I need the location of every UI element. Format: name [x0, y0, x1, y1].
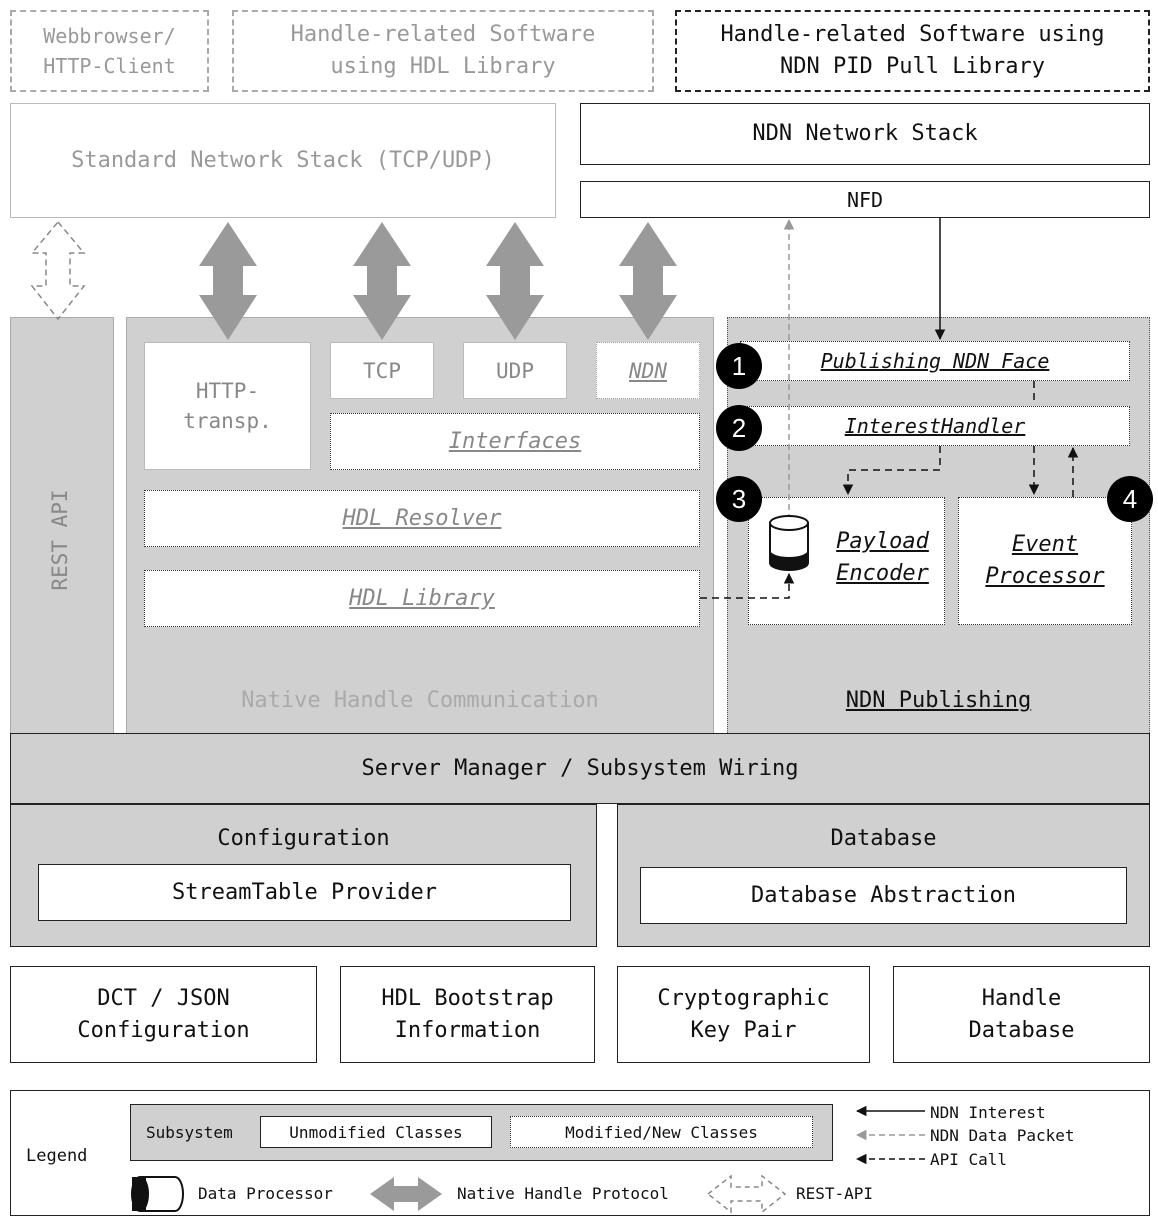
legend-data-processor-icon — [131, 1176, 184, 1212]
resource-hdl-bootstrap: HDL Bootstrap Information — [340, 966, 595, 1063]
legend-ndn-data: NDN Data Packet — [930, 1126, 1075, 1145]
badge-3: 3 — [716, 476, 762, 522]
ndn-network-stack: NDN Network Stack — [580, 103, 1150, 165]
badge-4: 4 — [1107, 476, 1153, 522]
legend-ndn-interest: NDN Interest — [930, 1103, 1046, 1122]
tcp-box: TCP — [330, 342, 434, 399]
http-transport-box: HTTP- transp. — [144, 342, 311, 470]
database-abstraction: Database Abstraction — [640, 867, 1127, 924]
publishing-ndn-face: Publishing NDN Face — [740, 341, 1130, 381]
native-protocol-arrow-http — [199, 222, 257, 340]
resource-crypto-keypair: Cryptographic Key Pair — [617, 966, 870, 1063]
badge-2: 2 — [716, 405, 762, 451]
server-manager: Server Manager / Subsystem Wiring — [10, 733, 1150, 804]
udp-box: UDP — [463, 342, 567, 399]
standard-network-stack: Standard Network Stack (TCP/UDP) — [10, 103, 556, 218]
resource-handle-database: Handle Database — [893, 966, 1150, 1063]
legend-data-processor: Data Processor — [198, 1184, 333, 1203]
hdl-software-box: Handle-related Software using HDL Librar… — [232, 10, 654, 92]
legend-modified: Modified/New Classes — [510, 1116, 813, 1148]
legend-subsystem-label: Subsystem — [146, 1123, 233, 1142]
data-processor-icon — [769, 515, 809, 571]
rest-api-subsystem — [10, 317, 114, 735]
resource-dct-json: DCT / JSON Configuration — [10, 966, 317, 1063]
streamtable-provider: StreamTable Provider — [38, 864, 571, 921]
hdl-library-box: HDL Library — [144, 570, 700, 627]
legend-rest-icon — [706, 1174, 787, 1214]
native-protocol-arrow-tcp — [353, 222, 411, 340]
native-handle-label: Native Handle Communication — [241, 688, 599, 713]
interest-handler: InterestHandler — [740, 406, 1130, 446]
legend-native-protocol-icon — [370, 1177, 442, 1211]
legend-title: Legend — [26, 1146, 88, 1166]
hdl-resolver-box: HDL Resolver — [144, 490, 700, 547]
legend-unmodified: Unmodified Classes — [260, 1116, 492, 1148]
database-title: Database — [830, 826, 937, 851]
native-protocol-arrows — [199, 222, 677, 340]
native-protocol-arrow-udp — [486, 222, 544, 340]
configuration-title: Configuration — [217, 826, 390, 851]
interfaces-box: Interfaces — [330, 413, 700, 470]
webbrowser-box: Webbrowser/ HTTP-Client — [10, 10, 209, 92]
api-call-arrows — [700, 381, 1079, 599]
native-protocol-arrow-ndn — [619, 222, 677, 340]
ndn-publishing-label: NDN Publishing — [845, 688, 1032, 713]
legend-rest: REST-API — [796, 1184, 874, 1203]
rest-api-arrow — [30, 220, 86, 321]
event-processor-box: Event Processor — [958, 497, 1132, 625]
badge-1: 1 — [716, 343, 762, 389]
payload-encoder-label: Payload Encoder — [836, 529, 929, 586]
legend-native-protocol: Native Handle Protocol — [457, 1184, 669, 1203]
ndn-software-box: Handle-related Software using NDN PID Pu… — [675, 10, 1150, 92]
nfd-box: NFD — [580, 181, 1150, 218]
ndn-interface-box: NDN — [596, 342, 700, 399]
legend-api-call: API Call — [930, 1150, 1008, 1169]
